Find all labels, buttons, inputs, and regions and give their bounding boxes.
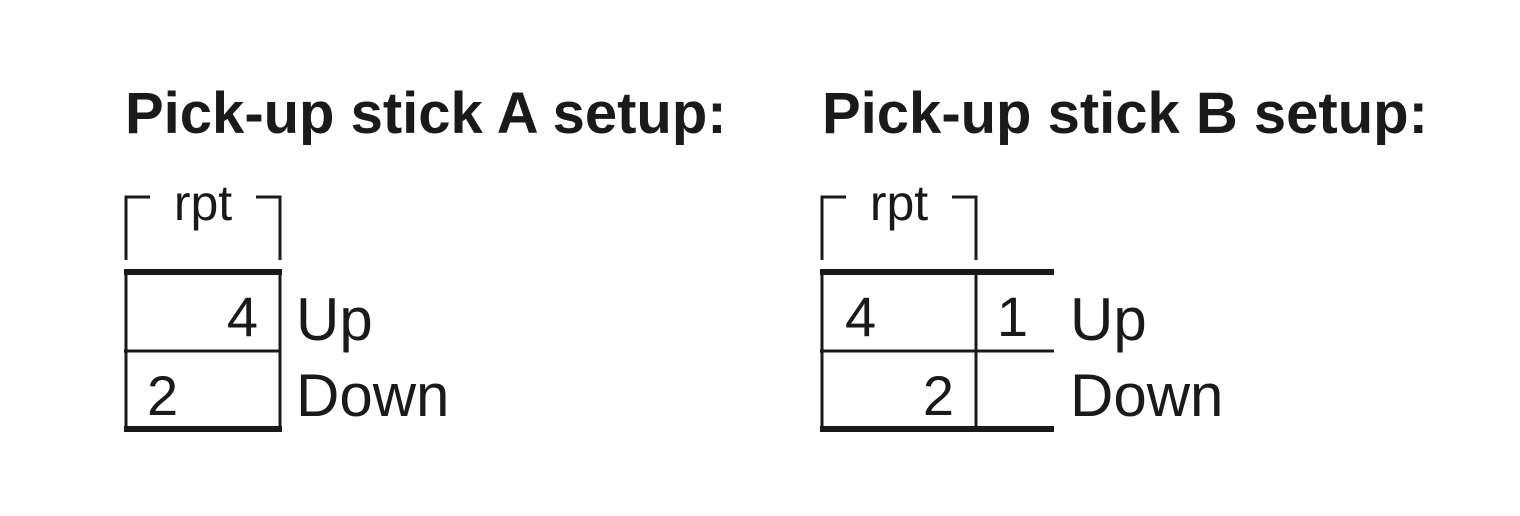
diagram-a-cell-up-1: 4	[227, 285, 258, 348]
diagram-b-row-label-down: Down	[1070, 362, 1223, 429]
diagram-b-cell-up-2: 1	[997, 285, 1028, 348]
diagram-b-cell-down-1: 2	[923, 364, 954, 427]
diagram-a-bracket-label: rpt	[174, 175, 232, 231]
diagram-a-row-label-up: Up	[296, 286, 373, 353]
diagram-b-cell-up-1: 4	[845, 285, 876, 348]
diagram-b-bracket-right	[952, 195, 978, 260]
diagram-a-bracket-right	[256, 195, 282, 260]
diagram-b-row-label-up: Up	[1070, 286, 1147, 353]
diagram-b-title: Pick-up stick B setup:	[822, 81, 1428, 146]
diagram-b-bracket-label: rpt	[870, 175, 928, 231]
diagram-b-bracket-left	[820, 195, 846, 260]
diagram-a-cell-down-1: 2	[147, 364, 178, 427]
diagram-a-bracket-left	[124, 195, 150, 260]
diagram-a-row-label-down: Down	[296, 362, 449, 429]
diagram-a-title: Pick-up stick A setup:	[125, 81, 727, 146]
diagram-b: Pick-up stick B setup: rpt 4 1 2 Up Down	[820, 81, 1428, 432]
diagram-a: Pick-up stick A setup: rpt 4 2 Up Down	[124, 81, 727, 432]
